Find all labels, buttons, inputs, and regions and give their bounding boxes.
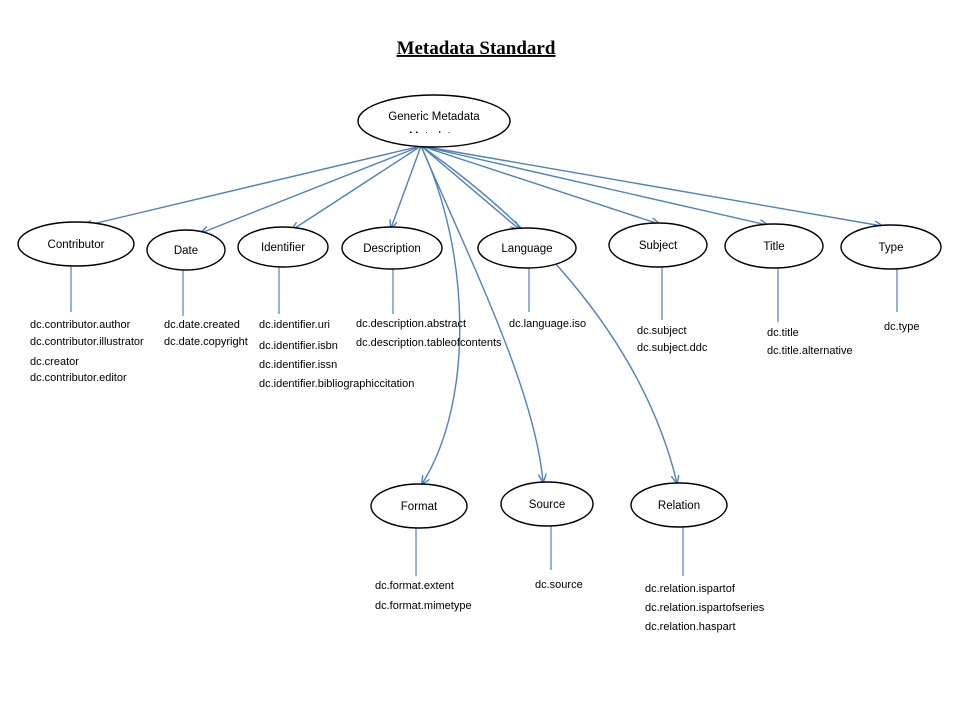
field-item: dc.creator: [30, 356, 79, 368]
node-identifier: Identifier: [237, 226, 329, 268]
node-title-label: Title: [763, 241, 784, 253]
node-relation-ellipse: [630, 482, 728, 528]
edge-language: [420, 145, 519, 229]
node-description-ellipse: [341, 226, 443, 270]
field-item: dc.date.copyright: [164, 336, 248, 348]
node-format: Format: [370, 483, 468, 529]
node-date-ellipse: [146, 229, 226, 271]
field-list-language: dc.language.iso: [509, 318, 586, 330]
node-type: Type: [840, 224, 942, 270]
node-date-label: Date: [174, 245, 198, 257]
edge-subject: [420, 145, 659, 224]
field-item: dc.description.abstract: [356, 318, 466, 330]
edge-date: [201, 145, 422, 233]
node-relation-label: Relation: [658, 500, 700, 512]
field-item: dc.identifier.uri: [259, 319, 330, 331]
field-item: dc.type: [884, 321, 919, 333]
field-item: dc.title.alternative: [767, 345, 853, 357]
field-list-type: dc.type: [884, 321, 919, 333]
edge-identifier: [292, 145, 422, 230]
edge-contributor: [84, 145, 422, 226]
field-list-description: dc.description.abstract dc.description.ta…: [356, 318, 502, 349]
node-contributor: Contributor: [17, 221, 135, 267]
edges: [84, 145, 882, 484]
node-language-label: Language: [501, 243, 552, 255]
node-source-label: Source: [529, 499, 565, 511]
field-list-subject: dc.subject dc.subject.ddc: [637, 325, 708, 354]
field-item: dc.source: [535, 579, 583, 591]
edge-title: [420, 145, 767, 225]
node-source-ellipse: [500, 481, 594, 527]
node-format-label: Format: [401, 501, 438, 513]
field-list-relation: dc.relation.ispartof dc.relation.ispartof…: [645, 583, 765, 633]
field-item: dc.identifier.isbn: [259, 340, 338, 352]
field-item: dc.relation.haspart: [645, 621, 736, 633]
edge-description: [391, 145, 422, 228]
field-item: dc.contributor.illustrator: [30, 336, 144, 348]
field-list-title: dc.title dc.title.alternative: [767, 327, 853, 357]
field-list-format: dc.format.extent dc.format.mimetype: [375, 580, 472, 612]
field-item: dc.identifier.issn: [259, 359, 337, 371]
field-item: dc.subject: [637, 325, 687, 337]
field-item: dc.title: [767, 327, 799, 339]
field-item: dc.format.mimetype: [375, 600, 472, 612]
field-item: dc.description.tableofcontents: [356, 337, 502, 349]
edge-relation: [420, 145, 677, 483]
node-contributor-label: Contributor: [48, 239, 105, 251]
field-item: dc.contributor.author: [30, 319, 131, 331]
field-item: dc.subject.ddc: [637, 342, 708, 354]
edge-type: [420, 145, 882, 226]
node-relation: Relation: [630, 482, 728, 528]
root-node-label: Generic Metadata: [388, 111, 480, 123]
page-title: Metadata Standard: [397, 38, 556, 59]
node-subject-ellipse: [608, 222, 708, 268]
field-list-source: dc.source: [535, 579, 583, 591]
node-source: Source: [500, 481, 594, 527]
fields: dc.contributor.author dc.contributor.illu…: [30, 318, 919, 633]
node-contributor-ellipse: [17, 221, 135, 267]
field-list-contributor: dc.contributor.author dc.contributor.illu…: [30, 319, 144, 384]
field-item: dc.contributor.editor: [30, 372, 127, 384]
node-description-label: Description: [363, 243, 421, 255]
node-subject-label: Subject: [639, 240, 678, 252]
root-node-label-cut: Metadata: [409, 131, 458, 143]
field-item: dc.language.iso: [509, 318, 586, 330]
node-format-ellipse: [370, 483, 468, 529]
node-language-ellipse: [477, 227, 577, 269]
node-identifier-label: Identifier: [261, 242, 305, 254]
edge-source: [420, 145, 543, 482]
field-item: dc.identifier.bibliographiccitation: [259, 378, 414, 390]
root-node: Generic Metadata Metadata: [357, 94, 511, 148]
field-item: dc.date.created: [164, 319, 240, 331]
field-item: dc.format.extent: [375, 580, 454, 592]
node-date: Date: [146, 229, 226, 271]
field-item: dc.relation.ispartofseries: [645, 602, 765, 614]
field-list-date: dc.date.created dc.date.copyright: [164, 319, 248, 348]
root-node-ellipse: [357, 94, 511, 148]
node-type-label: Type: [879, 242, 904, 254]
node-title: Title: [724, 223, 824, 269]
node-subject: Subject: [608, 222, 708, 268]
node-type-ellipse: [840, 224, 942, 270]
field-list-identifier: dc.identifier.uri dc.identifier.isbn dc.id…: [259, 319, 414, 390]
field-item: dc.relation.ispartof: [645, 583, 736, 595]
stems: [70, 266, 898, 576]
node-description: Description: [341, 226, 443, 270]
edge-format: [420, 145, 461, 484]
node-language: Language: [477, 227, 577, 269]
node-title-ellipse: [724, 223, 824, 269]
node-identifier-ellipse: [237, 226, 329, 268]
